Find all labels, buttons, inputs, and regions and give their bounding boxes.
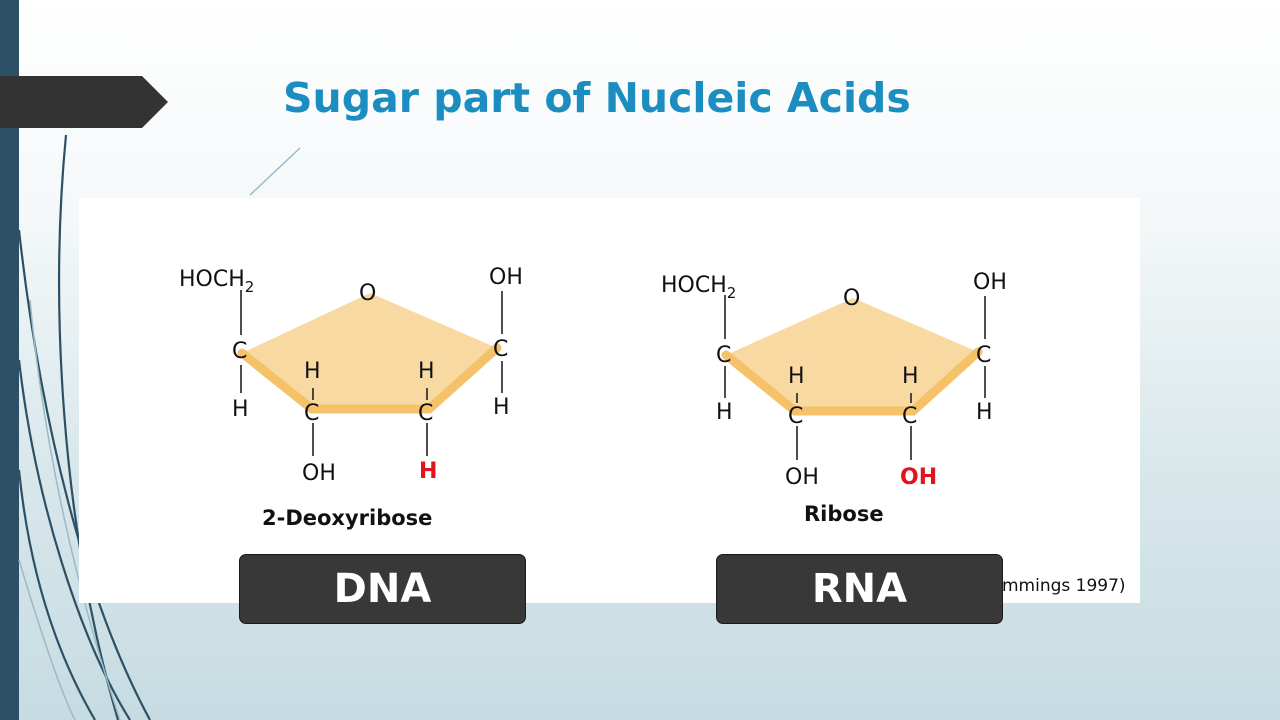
ribose-oh-c3: OH: [785, 465, 819, 490]
rna-label: RNA: [716, 554, 1003, 624]
figure-credit: mmings 1997): [1002, 576, 1126, 596]
deoxyribose-c4: C: [232, 339, 247, 364]
deoxyribose-h1: H: [493, 395, 510, 420]
ribose-c4: C: [716, 343, 731, 368]
deoxyribose-ring-oxygen: O: [359, 281, 376, 306]
deoxyribose-name: 2-Deoxyribose: [262, 506, 432, 530]
deoxyribose-ring: [242, 293, 497, 409]
title-tab-marker: [0, 76, 168, 128]
dna-label: DNA: [239, 554, 526, 624]
ribose-h2: H: [902, 364, 919, 389]
ribose-h4: H: [716, 400, 733, 425]
ribose-highlight-oh: OH: [900, 465, 937, 490]
ribose-h3: H: [788, 364, 805, 389]
deoxyribose-structure: HOCH2 O OH C C H H H H C C OH H 2-Deoxyr…: [179, 265, 523, 530]
ribose-hoch2: HOCH2: [661, 273, 736, 302]
deoxyribose-c2: C: [418, 401, 433, 426]
ribose-name: Ribose: [804, 502, 884, 526]
ribose-structure: HOCH2 O OH C C H H H H C C OH OH Ribose: [661, 270, 1007, 526]
ribose-ring: [726, 298, 978, 411]
decorative-curves: [17, 134, 301, 720]
ribose-c1: C: [976, 343, 991, 368]
ribose-c2: C: [902, 404, 917, 429]
deoxyribose-c1: C: [493, 337, 508, 362]
ribose-oh-top: OH: [973, 270, 1007, 295]
deoxyribose-oh-c3: OH: [302, 461, 336, 486]
deoxyribose-h2: H: [418, 359, 435, 384]
ribose-ring-oxygen: O: [843, 286, 860, 311]
deoxyribose-h4: H: [232, 397, 249, 422]
ribose-c3: C: [788, 404, 803, 429]
sugar-structures-figure: HOCH2 O OH C C H H H H C C OH H 2-Deoxyr…: [79, 198, 1140, 603]
deoxyribose-h3: H: [304, 359, 321, 384]
deoxyribose-highlight-h: H: [419, 459, 437, 484]
left-accent-bar: [0, 0, 19, 720]
deoxyribose-hoch2: HOCH2: [179, 267, 254, 296]
deoxyribose-c3: C: [304, 401, 319, 426]
ribose-h1: H: [976, 400, 993, 425]
slide-title: Sugar part of Nucleic Acids: [283, 74, 911, 122]
deoxyribose-oh-top: OH: [489, 265, 523, 290]
